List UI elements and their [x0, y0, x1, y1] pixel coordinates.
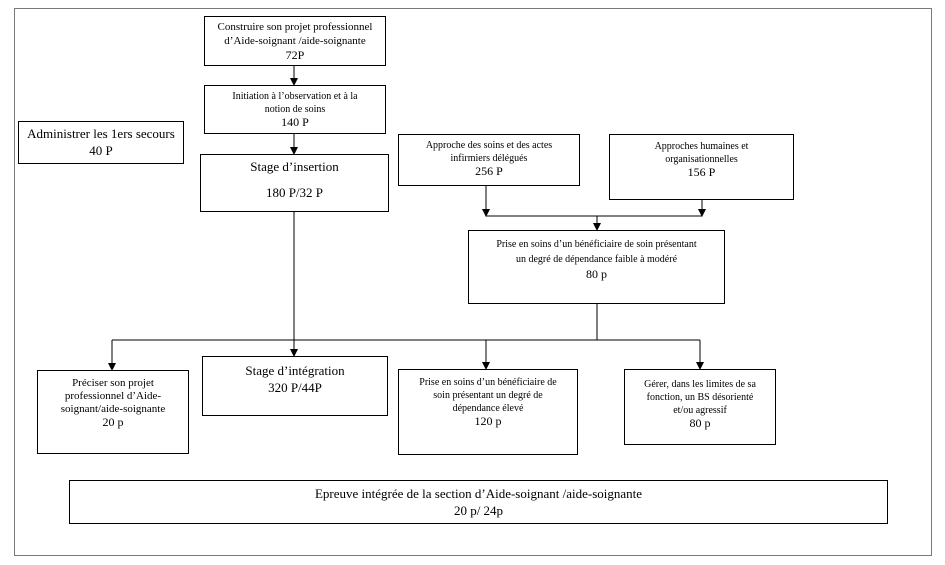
box-text-line: 80 p: [586, 267, 607, 281]
box-text-line: dépendance élevé: [452, 403, 524, 414]
box-text-line: 140 P: [281, 115, 309, 129]
box-text-line: Préciser son projet: [72, 377, 154, 389]
box-prise-en-soins-eleve: Prise en soins d’un bénéficiaire de soin…: [398, 369, 578, 455]
box-text-line: fonction, un BS désorienté: [646, 392, 754, 403]
box-text-line: Administrer les 1ers secours: [27, 126, 175, 141]
box-text-line: et/ou agressif: [673, 405, 727, 416]
box-text-line: 40 P: [89, 143, 113, 158]
box-text-line: Gérer, dans les limites de sa: [644, 379, 756, 390]
box-text-line: 80 p: [689, 416, 711, 430]
box-text-line: 20 p/ 24p: [453, 503, 504, 518]
box-text-line: 120 p: [474, 414, 502, 428]
box-text-line: d’Aide-soignant /aide-soignante: [224, 35, 366, 47]
box-text-line: 320 P/44P: [268, 380, 322, 395]
box-text-line: un degré de dépendance faible à modéré: [515, 254, 678, 265]
box-text-line: 72P: [285, 48, 305, 62]
box-gerer-bs: Gérer, dans les limites de sa fonction, …: [624, 369, 776, 445]
box-text-line: Stage d’insertion: [250, 159, 339, 174]
box-epreuve-integree: Epreuve intégrée de la section d’Aide-so…: [69, 480, 888, 524]
box-preciser-projet: Préciser son projet professionnel d’Aide…: [37, 370, 189, 454]
box-prise-en-soins-faible: Prise en soins d’un bénéficiaire de soin…: [468, 230, 725, 304]
box-text-line: Prise en soins d’un bénéficiaire de: [419, 377, 557, 388]
box-premiers-secours: Administrer les 1ers secours 40 P: [18, 121, 184, 164]
box-stage-insertion: Stage d’insertion 180 P/32 P: [200, 154, 389, 212]
box-text-line: 156 P: [687, 165, 716, 179]
box-text-line: notion de soins: [264, 104, 326, 115]
box-text-line: soin présentant un degré de: [433, 390, 543, 401]
box-text-line: Prise en soins d’un bénéficiaire de soin…: [496, 239, 697, 250]
box-text-line: 180 P/32 P: [265, 185, 324, 200]
box-text-line: Initiation à l’observation et à la: [232, 91, 358, 102]
box-text-line: soignant/aide-soignante: [60, 403, 166, 415]
box-approches-humaines: Approches humaines et organisationnelles…: [609, 134, 794, 200]
box-text-line: 256 P: [475, 164, 503, 178]
box-text-line: professionnel d’Aide-: [64, 390, 162, 402]
box-text-line: Construire son projet professionnel: [217, 21, 373, 33]
box-initiation-observation: Initiation à l’observation et à la notio…: [204, 85, 386, 134]
box-text-line: Stage d’intégration: [245, 363, 345, 378]
box-stage-integration: Stage d’intégration 320 P/44P: [202, 356, 388, 416]
box-text-line: Epreuve intégrée de la section d’Aide-so…: [314, 486, 643, 501]
box-text-line: 20 p: [102, 415, 124, 429]
diagram-frame: [14, 8, 932, 556]
box-text-line: Approche des soins et des actes: [425, 140, 553, 151]
box-projet-professionnel: Construire son projet professionnel d’Ai…: [204, 16, 386, 66]
box-text-line: infirmiers délégués: [450, 153, 528, 164]
box-text-line: Approches humaines et: [654, 141, 749, 152]
box-approche-soins: Approche des soins et des actes infirmie…: [398, 134, 580, 186]
box-text-line: organisationnelles: [665, 154, 738, 165]
